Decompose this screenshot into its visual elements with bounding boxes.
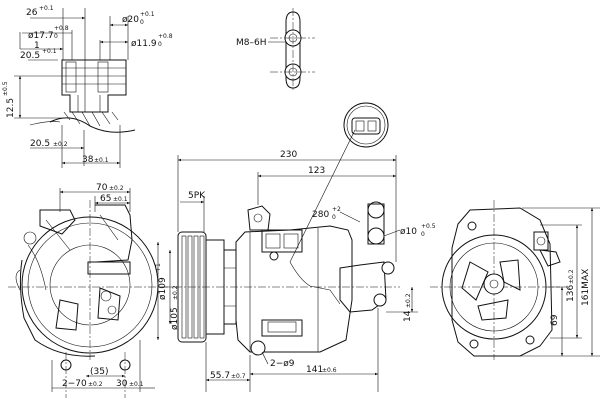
rear-view: 69 136 ±0.2 161MAX	[430, 200, 600, 360]
dim-phi105-tol: ±0.2	[172, 285, 179, 300]
dim-14-tol: ±0.2	[405, 293, 412, 308]
dim-30: 30	[116, 379, 128, 389]
dim-12-5: 12.5	[6, 98, 16, 118]
dim-123: 123	[308, 166, 325, 176]
dim-161-max: 161MAX	[581, 269, 591, 306]
front-view: 70 ±0.2 65 ±0.1 (35) 2−70 ±0.2 30 ±0.1	[8, 183, 175, 398]
dim-2-70: 2−70	[62, 379, 87, 389]
dim-280-tol0: 0	[332, 214, 336, 221]
dim-35: (35)	[90, 367, 108, 377]
dim-70-tol: ±0.2	[109, 185, 124, 192]
dim-phi17-7-tol0: 0	[54, 33, 58, 40]
dim-phi17-7: ø17.7	[28, 31, 54, 41]
dim-280-tol: +2	[332, 206, 341, 213]
dim-phi20-tol: +0.1	[140, 11, 155, 18]
dim-65: 65	[100, 194, 111, 204]
dim-phi109-tol: +1	[155, 263, 162, 272]
dim-20-5-bottom-tol: ±0.2	[53, 141, 68, 148]
dim-55-7-tol: ±0.7	[231, 373, 246, 380]
dim-20-5-bottom: 20.5	[30, 139, 50, 149]
side-view: 230 123 280 +2 0 5PK ø10 +0.5 0 ø109 +1 …	[155, 150, 436, 392]
dim-12-5-tol: ±0.5	[2, 81, 9, 96]
thread-port-detail: M8–6H	[236, 8, 315, 92]
dim-30-tol: ±0.1	[129, 381, 144, 388]
dim-38: 38	[82, 155, 94, 165]
dim-26-tol: +0.1	[39, 5, 54, 12]
dim-38-tol: ±0.1	[94, 157, 109, 164]
dim-136: 136	[566, 285, 576, 302]
belt-profile-5pk: 5PK	[188, 191, 206, 201]
dim-141: 141	[306, 365, 323, 375]
dim-69: 69	[550, 314, 560, 326]
dim-phi17-7-tol: +0.8	[54, 25, 69, 32]
dim-65-tol: ±0.1	[113, 196, 128, 203]
dim-70: 70	[96, 183, 108, 193]
dim-141-tol: ±0.6	[322, 367, 337, 374]
dim-136-tol: ±0.2	[568, 269, 575, 284]
dim-phi11-9: ø11.9	[131, 39, 157, 49]
dim-phi10: ø10	[400, 227, 417, 237]
dim-20-5-top-tol: +0.1	[42, 48, 57, 55]
dim-20-5-top: 20.5	[20, 51, 40, 61]
dim-280: 280	[312, 210, 329, 220]
dim-1: 1	[34, 41, 40, 51]
dim-phi11-9-tol0: 0	[158, 41, 162, 48]
dim-14: 14	[403, 310, 413, 322]
dim-phi11-9-tol: +0.8	[158, 33, 173, 40]
dim-55-7: 55.7	[210, 371, 230, 381]
dim-2-phi9: 2−ø9	[270, 359, 295, 369]
dim-phi10-tol: +0.5	[421, 223, 436, 230]
dim-phi20-tol0: 0	[140, 19, 144, 26]
dim-26: 26	[26, 8, 38, 18]
dim-230: 230	[280, 150, 297, 160]
connector-detail	[289, 102, 389, 263]
dim-phi10-tol0: 0	[421, 231, 425, 238]
dim-phi105: ø105	[170, 307, 180, 330]
dim-phi20: ø20	[122, 15, 139, 25]
port-fitting-detail-view: 26 +0.1 ø20 +0.1 0 ø17.7 +0.8 0 ø11.9 +0…	[2, 5, 173, 168]
dim-phi109: ø109	[158, 277, 168, 300]
dim-2-70-tol: ±0.2	[88, 381, 103, 388]
thread-label: M8–6H	[236, 38, 267, 48]
